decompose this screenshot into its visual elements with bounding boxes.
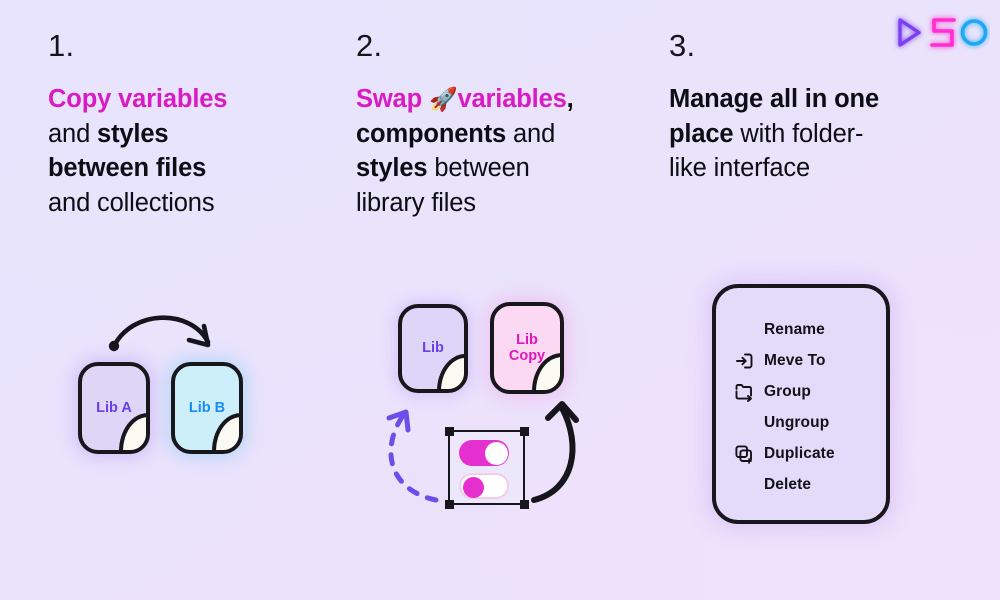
selection-handle-top-left[interactable]	[444, 426, 454, 436]
menu-item-label: Meve To	[764, 351, 826, 369]
toggle-knob	[462, 476, 484, 498]
menu-item-rename[interactable]: Rename	[716, 314, 886, 345]
dashed-arrow-path	[388, 411, 439, 503]
card-lib-b-label: Lib B	[188, 399, 226, 416]
no-icon	[734, 475, 754, 495]
dashed-arrow-head	[386, 409, 411, 433]
card-lib-copy-line1: Lib	[516, 331, 538, 348]
illustration-copy-between-files: Lib A Lib B	[48, 288, 348, 488]
headline-1-line2-plain: and	[48, 119, 98, 148]
duplicate-icon	[734, 444, 754, 464]
headline-2: Swap 🚀variables, components and styles b…	[356, 82, 656, 221]
headline-2-line4-plain: library files	[356, 189, 476, 218]
column-2: 2. Swap 🚀variables, components and style…	[356, 30, 656, 221]
column-1: 1. Copy variables and styles between fil…	[48, 30, 348, 221]
card-lib-b[interactable]: Lib B	[171, 362, 243, 454]
component-selection-box[interactable]	[444, 426, 529, 509]
context-menu[interactable]: Rename Meve To	[712, 284, 890, 524]
menu-item-label: Group	[764, 382, 811, 400]
arrow-start-dot	[108, 340, 120, 352]
logo-o-glyph	[960, 19, 988, 46]
illustration-folder-menu: Rename Meve To	[669, 272, 969, 532]
card-lib-label: Lib	[422, 340, 444, 357]
headline-3: Manage all in one place with folder- lik…	[669, 82, 969, 186]
headline-2-line3-plain: between	[427, 154, 530, 183]
page-fold-corner	[211, 413, 239, 450]
headline-1-accent: Copy variables	[48, 85, 228, 113]
card-lib-copy[interactable]: Lib Copy	[490, 302, 564, 394]
rocket-icon: 🚀	[428, 86, 458, 112]
headline-2-accent-b: variables	[457, 85, 567, 113]
headline-3-line1-bold: Manage all in one	[669, 85, 879, 113]
solid-arrow-path	[531, 405, 576, 503]
column-3: 3. Manage all in one place with folder- …	[669, 30, 969, 186]
curved-arrow-path	[111, 315, 211, 349]
play-triangle-icon	[898, 18, 921, 47]
menu-item-delete[interactable]: Delete	[716, 469, 886, 500]
card-lib[interactable]: Lib	[398, 304, 468, 393]
swap-arrows-svg	[386, 401, 579, 503]
menu-item-move-to[interactable]: Meve To	[716, 345, 886, 376]
no-icon	[734, 320, 754, 340]
headline-1-line2-bold: styles	[97, 119, 169, 148]
copy-arrow-svg	[108, 315, 211, 352]
card-lib-copy-line2: Copy	[508, 348, 546, 364]
step-number-3: 3.	[669, 28, 696, 63]
menu-item-label: Rename	[764, 320, 825, 338]
menu-item-label: Ungroup	[764, 413, 830, 431]
toggle-knob	[484, 441, 508, 465]
group-frame-icon	[734, 382, 754, 402]
toggle-switch-on[interactable]	[459, 440, 509, 466]
headline-1: Copy variables and styles between files …	[48, 82, 348, 221]
headline-1-line4-plain: and collections	[48, 189, 215, 218]
step-number-1: 1.	[48, 28, 75, 63]
headline-2-accent-a: Swap	[356, 85, 429, 113]
menu-item-duplicate[interactable]: Duplicate	[716, 438, 886, 469]
headline-2-comma: ,	[566, 85, 574, 113]
solid-arrow-head	[545, 401, 579, 423]
brand-logo	[892, 12, 990, 56]
headline-2-line2-plain: and	[506, 119, 556, 148]
card-lib-copy-label: Lib Copy	[509, 332, 545, 364]
illustration-swap-library-files: Lib Lib Copy	[356, 284, 656, 530]
card-lib-a[interactable]: Lib A	[78, 362, 150, 454]
menu-item-label: Delete	[764, 475, 812, 493]
headline-1-line3-bold: between files	[48, 154, 207, 183]
page-fold-corner	[118, 413, 146, 450]
move-to-icon	[734, 351, 754, 371]
headline-3-line3-plain: like interface	[669, 154, 811, 183]
selection-handle-top-right[interactable]	[519, 426, 529, 436]
menu-item-label: Duplicate	[764, 444, 835, 462]
arrow-head	[186, 323, 211, 348]
toggle-switch-off[interactable]	[459, 473, 509, 499]
step-number-2: 2.	[356, 28, 383, 63]
headline-2-line3-bold: styles	[356, 154, 428, 183]
menu-item-group[interactable]: Group	[716, 376, 886, 407]
menu-item-ungroup[interactable]: Ungroup	[716, 407, 886, 438]
headline-3-line2-plain: with folder-	[733, 119, 864, 148]
selection-handle-bottom-right[interactable]	[519, 499, 529, 509]
selection-handle-bottom-left[interactable]	[444, 499, 454, 509]
headline-2-line2-bold: components	[356, 119, 507, 148]
no-icon	[734, 413, 754, 433]
logo-five-glyph	[930, 18, 956, 47]
dso-neon-logo	[898, 18, 988, 47]
headline-3-line2-bold: place	[669, 119, 734, 148]
card-lib-a-label: Lib A	[96, 399, 132, 416]
